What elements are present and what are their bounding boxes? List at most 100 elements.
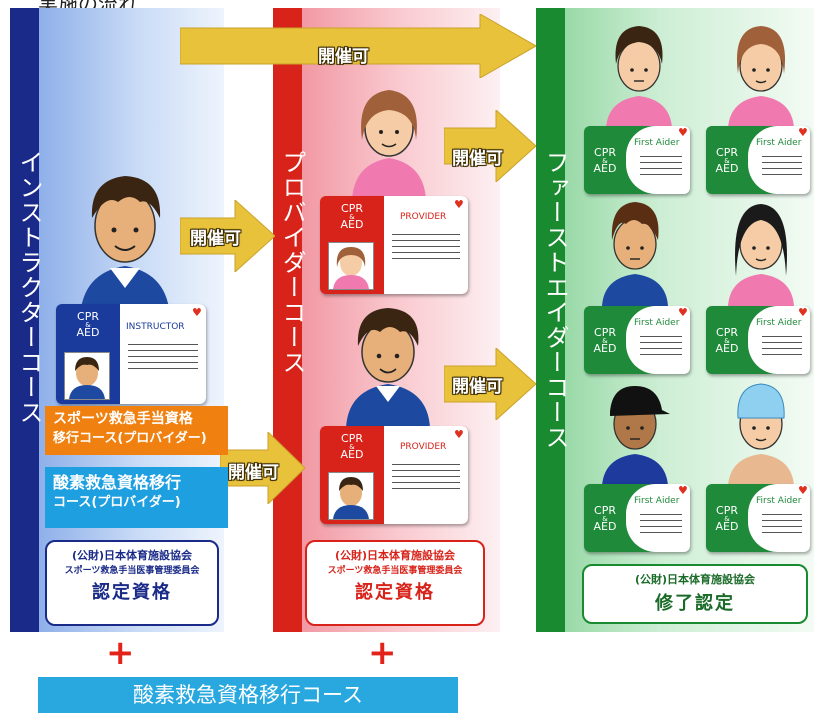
arrow-label-4: 開催可: [452, 377, 503, 397]
aed-label: AED: [593, 520, 617, 533]
arrow-label-3: 開催可: [190, 229, 241, 249]
amp-label: &: [724, 515, 730, 523]
person-icon: [726, 18, 796, 128]
cert-org: (公財)日本体育施設協会: [334, 549, 456, 562]
person-icon: [726, 376, 796, 486]
heart-icon: ♥: [798, 126, 808, 139]
firstaider-card-title: First Aider: [756, 318, 802, 328]
cert-org: (公財)日本体育施設協会: [634, 573, 756, 586]
card-lines: [762, 514, 802, 538]
oxygen-transition-course-banner: 酸素救急資格移行コース: [38, 677, 458, 713]
arrow-right-icon: [444, 348, 536, 420]
arrow-right-icon: [180, 14, 536, 78]
cert-type: 認定資格: [92, 582, 172, 603]
firstaider-card-5: CPR&AED First Aider ♥: [584, 484, 690, 552]
aed-label: AED: [340, 218, 364, 231]
provider-course-title: プロバイダーコース: [278, 150, 306, 375]
firstaider-course-title: ファーストエイダーコース: [541, 150, 569, 450]
arrow-label-5: 開催可: [228, 463, 279, 483]
person-icon: [338, 304, 438, 428]
firstaider-card-3: CPR&AED First Aider ♥: [584, 306, 690, 374]
heart-icon: ♥: [798, 484, 808, 497]
plus-sign-instructor: +: [106, 633, 135, 673]
provider-photo-1: [328, 242, 374, 290]
aed-label: AED: [593, 162, 617, 175]
cpr-label: CPR: [716, 504, 738, 517]
amp-label: &: [602, 337, 608, 345]
sports-transition-course: スポーツ救急手当資格 移行コース(プロバイダー): [45, 406, 228, 455]
person-icon: [600, 376, 670, 486]
cpr-label: CPR: [341, 432, 363, 445]
card-lines: [128, 344, 198, 374]
firstaider-card-6: CPR&AED First Aider ♥: [706, 484, 810, 552]
oxygen-course-line1: 酸素救急資格移行: [53, 473, 182, 492]
provider-photo-2: [328, 472, 374, 520]
amp-label: &: [602, 515, 608, 523]
aed-label: AED: [76, 326, 100, 339]
amp-label: &: [349, 213, 355, 221]
instructor-card: CPR & AED INSTRUCTOR ♥: [56, 304, 206, 404]
instructor-certification: (公財)日本体育施設協会 スポーツ救急手当医事管理委員会 認定資格: [45, 540, 219, 626]
cert-committee: スポーツ救急手当医事管理委員会: [327, 566, 463, 576]
oxygen-transition-course: 酸素救急資格移行 コース(プロバイダー): [45, 467, 228, 528]
amp-label: &: [349, 443, 355, 451]
heart-icon: ♥: [678, 126, 688, 139]
instructor-column-bar: [10, 8, 39, 632]
person-icon: [344, 84, 434, 200]
aed-label: AED: [715, 520, 739, 533]
card-lines: [392, 234, 460, 264]
arrow-right-icon: [444, 110, 536, 182]
instructor-course-title: インストラクターコース: [15, 150, 43, 425]
firstaider-certification: (公財)日本体育施設協会 修了認定: [582, 564, 808, 624]
instructor-card-title: INSTRUCTOR: [126, 322, 185, 332]
cpr-label: CPR: [594, 146, 616, 159]
amp-label: &: [602, 157, 608, 165]
heart-icon: ♥: [678, 484, 688, 497]
heart-icon: ♥: [454, 198, 464, 211]
firstaider-card-title: First Aider: [756, 138, 802, 148]
cert-type: 認定資格: [355, 582, 435, 603]
card-lines: [392, 464, 460, 494]
heart-icon: ♥: [454, 428, 464, 441]
firstaider-card-title: First Aider: [634, 496, 680, 506]
provider-card-1: CPR & AED PROVIDER ♥: [320, 196, 468, 294]
firstaider-column-bar: [536, 8, 565, 632]
firstaider-card-title: First Aider: [634, 318, 680, 328]
plus-sign-provider: +: [368, 633, 397, 673]
provider-certification: (公財)日本体育施設協会 スポーツ救急手当医事管理委員会 認定資格: [305, 540, 485, 626]
aed-label: AED: [715, 342, 739, 355]
cert-committee: スポーツ救急手当医事管理委員会: [64, 566, 200, 576]
heart-icon: ♥: [678, 306, 688, 319]
person-icon: [726, 196, 796, 306]
firstaider-card-2: CPR&AED First Aider ♥: [706, 126, 810, 194]
sports-course-line2: 移行コース(プロバイダー): [53, 431, 207, 446]
sports-course-line1: スポーツ救急手当資格: [53, 411, 193, 427]
amp-label: &: [724, 337, 730, 345]
card-lines: [640, 514, 682, 538]
card-lines: [762, 336, 802, 360]
provider-card-2: CPR & AED PROVIDER ♥: [320, 426, 468, 524]
card-lines: [640, 336, 682, 360]
person-icon: [70, 168, 180, 318]
aed-label: AED: [340, 448, 364, 461]
heart-icon: ♥: [798, 306, 808, 319]
firstaider-card-title: First Aider: [756, 496, 802, 506]
arrow-label-top: 開催可: [318, 47, 369, 67]
provider-card-title: PROVIDER: [400, 442, 447, 452]
cpr-label: CPR: [594, 326, 616, 339]
card-lines: [640, 156, 682, 180]
card-lines: [762, 156, 802, 180]
arrow-label-2: 開催可: [452, 149, 503, 169]
cpr-label: CPR: [341, 202, 363, 215]
firstaider-card-title: First Aider: [634, 138, 680, 148]
heart-icon: ♥: [192, 306, 202, 319]
arrow-right-icon: [220, 432, 305, 504]
amp-label: &: [724, 157, 730, 165]
amp-label: &: [85, 321, 91, 329]
cert-org: (公財)日本体育施設協会: [71, 549, 193, 562]
cpr-label: CPR: [77, 310, 99, 323]
aed-label: AED: [715, 162, 739, 175]
person-icon: [604, 18, 674, 128]
provider-card-title: PROVIDER: [400, 212, 447, 222]
arrow-right-icon: [180, 200, 275, 272]
